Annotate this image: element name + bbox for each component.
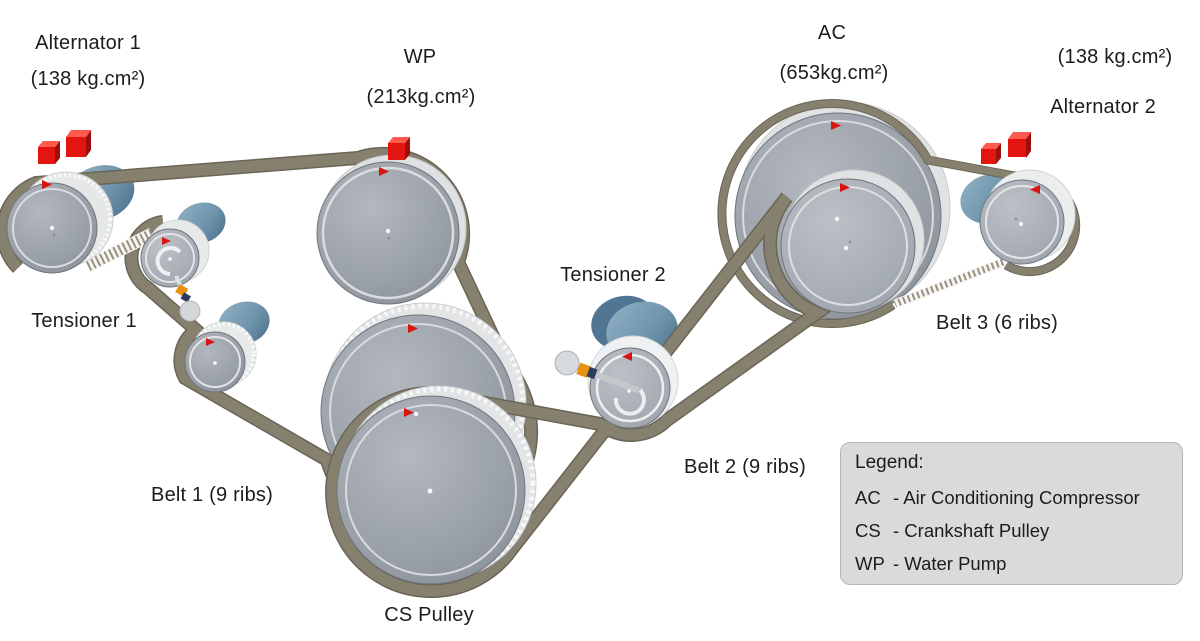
legend-desc: - Water Pump	[893, 553, 1007, 574]
alternator1-pulley	[6, 171, 114, 274]
red-cube-icon	[38, 141, 60, 164]
label-belt1: Belt 1 (9 ribs)	[151, 484, 273, 506]
belt3-path	[717, 99, 1081, 328]
red-cube-icon	[388, 137, 410, 160]
legend-desc: - Crankshaft Pulley	[893, 520, 1050, 541]
alternator2-pulley	[979, 169, 1076, 265]
legend-abbr: WP	[855, 553, 885, 574]
belt3-ribbed-strand	[893, 257, 1005, 309]
legend-box: Legend: AC - Air Conditioning Compressor…	[840, 442, 1183, 585]
red-cube-icon	[1008, 132, 1031, 158]
label-wp: WP	[403, 46, 437, 68]
label-ac: AC	[817, 22, 847, 44]
cs-front-pulley	[336, 385, 537, 585]
legend-title: Legend:	[855, 452, 924, 473]
red-cube-icon	[66, 130, 91, 157]
legend-row-wp: WP - Water Pump	[855, 547, 1168, 580]
legend-row-cs: CS - Crankshaft Pulley	[855, 514, 1168, 547]
legend-row-ac: AC - Air Conditioning Compressor	[855, 481, 1168, 514]
rotation-arrow-icons	[42, 121, 1040, 417]
tensioner1-arm	[155, 246, 201, 322]
belt1-ribbed-strand	[85, 228, 155, 272]
label-alternator1-inertia: (138 kg.cm²)	[30, 68, 146, 90]
label-tensioner1: Tensioner 1	[31, 310, 137, 332]
label-ac-inertia: (653kg.cm²)	[779, 62, 889, 84]
label-tensioner2: Tensioner 2	[560, 264, 666, 286]
label-belt3: Belt 3 (6 ribs)	[936, 312, 1058, 334]
belt2-path	[325, 192, 832, 598]
legend-abbr: CS	[855, 520, 881, 541]
label-belt2: Belt 2 (9 ribs)	[684, 456, 806, 478]
wp-pulley	[316, 154, 467, 305]
tensioner2-arm	[554, 350, 646, 416]
label-wp-inertia: (213kg.cm²)	[366, 86, 476, 108]
label-cs-pulley: CS Pulley	[384, 604, 474, 626]
ac-front-pulley	[780, 169, 925, 314]
pulley-center-dots	[49, 216, 1023, 494]
label-alternator1: Alternator 1	[35, 32, 141, 54]
legend-abbr: AC	[855, 487, 881, 508]
label-alternator2-inertia: (138 kg.cm²)	[1057, 46, 1173, 68]
label-alternator2: Alternator 2	[1050, 96, 1156, 118]
red-cube-icon	[981, 143, 1001, 164]
legend-desc: - Air Conditioning Compressor	[893, 487, 1140, 508]
